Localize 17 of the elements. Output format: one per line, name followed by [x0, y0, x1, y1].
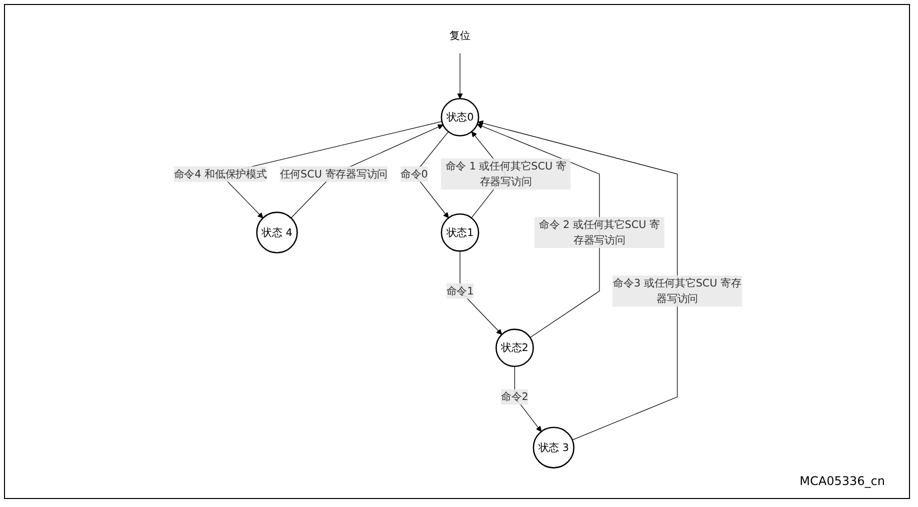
edge-label: 命令0 — [400, 168, 428, 180]
figure-id: MCA05336_cn — [800, 474, 885, 488]
node-circle: 状态1 — [440, 213, 480, 252]
edge-label: 任何SCU 寄存器写访问 — [280, 168, 388, 180]
node-circle: 状态2 — [496, 328, 534, 368]
arrow — [457, 52, 463, 99]
edge-label: 命令2 — [501, 390, 528, 403]
edge-label: 命令4 和低保护模式 — [174, 168, 267, 180]
node-circle: 状态 4 — [256, 212, 298, 254]
edge-label: 命令 1 或任何其它SCU 寄存器写访问 — [445, 160, 566, 188]
node-text: 复位 — [450, 29, 470, 42]
edge-label: 命令3 或任何其它SCU 寄存器写访问 — [613, 276, 742, 305]
edge-label: 命令1 — [446, 284, 474, 297]
node-circle: 状态0 — [440, 98, 480, 136]
edge-label: 命令 2 或任何其它SCU 寄存器写访问 — [538, 218, 660, 246]
arrow — [290, 124, 444, 218]
node-circle: 状态 3 — [532, 426, 574, 468]
